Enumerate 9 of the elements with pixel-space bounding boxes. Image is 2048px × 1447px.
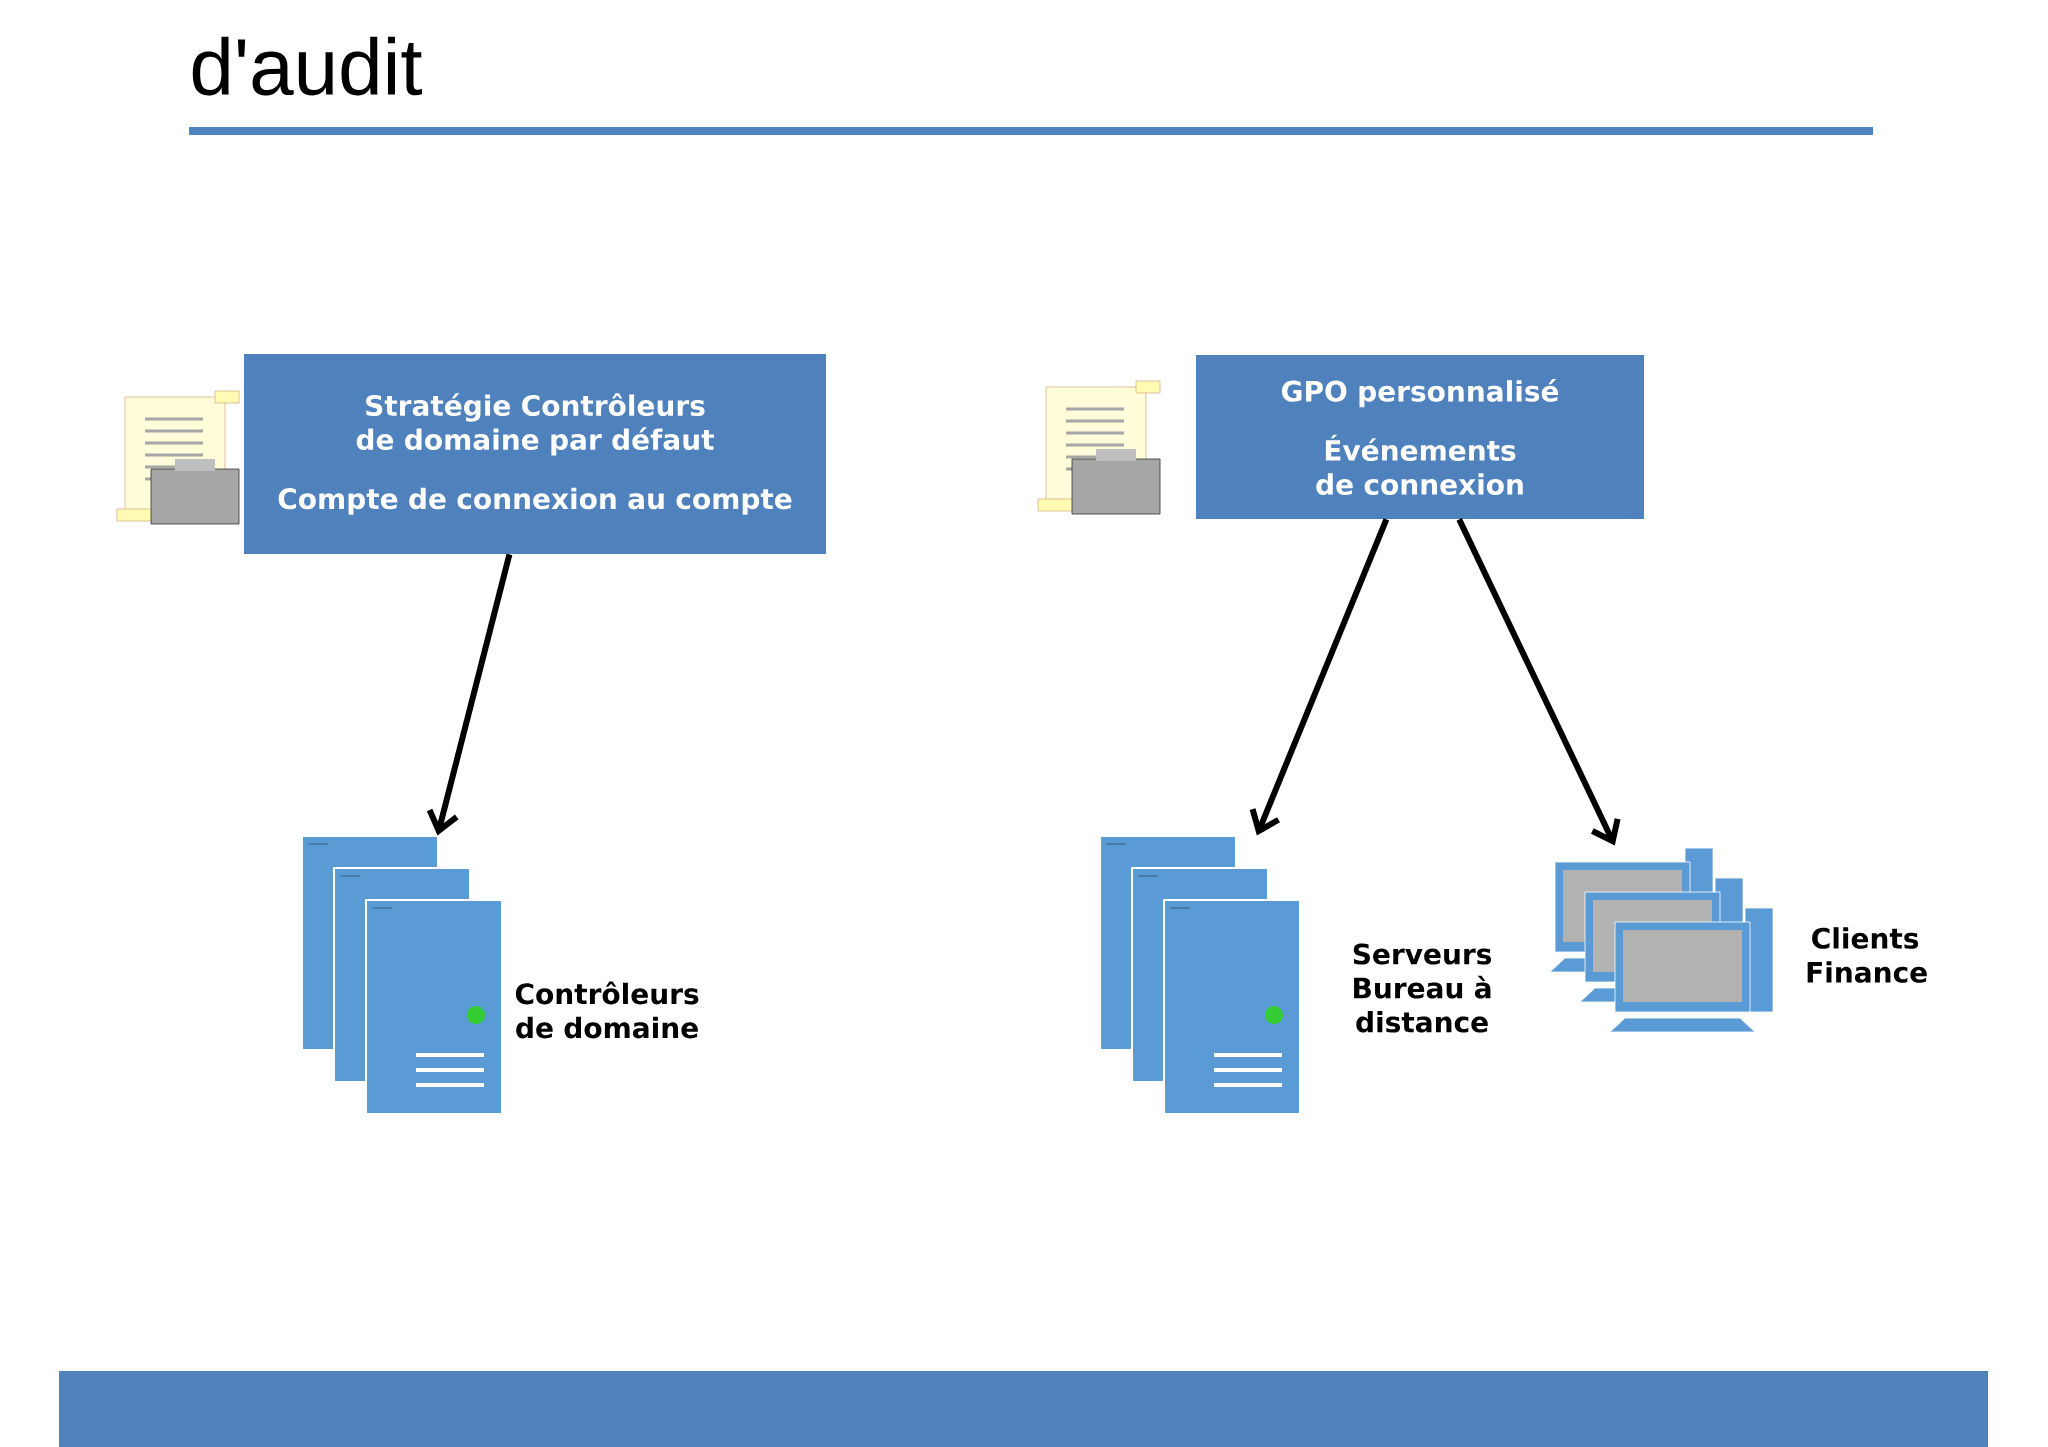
device-label: Serveurs Bureau à distance: [1353, 943, 1492, 1033]
policy-box: Stratégie Contrôleurs de domaine par défaut Compte de connexion au compte: [244, 354, 826, 554]
arrow: [426, 553, 513, 836]
title: d'audit: [192, 36, 422, 96]
policy-box: GPO personnalisé Événements de connexion: [1196, 355, 1645, 519]
arrow: [1456, 518, 1621, 846]
device-label: Contrôleurs de domaine: [515, 981, 699, 1039]
arrow: [1249, 518, 1390, 836]
device-label: Clients Finance: [1807, 927, 1927, 983]
